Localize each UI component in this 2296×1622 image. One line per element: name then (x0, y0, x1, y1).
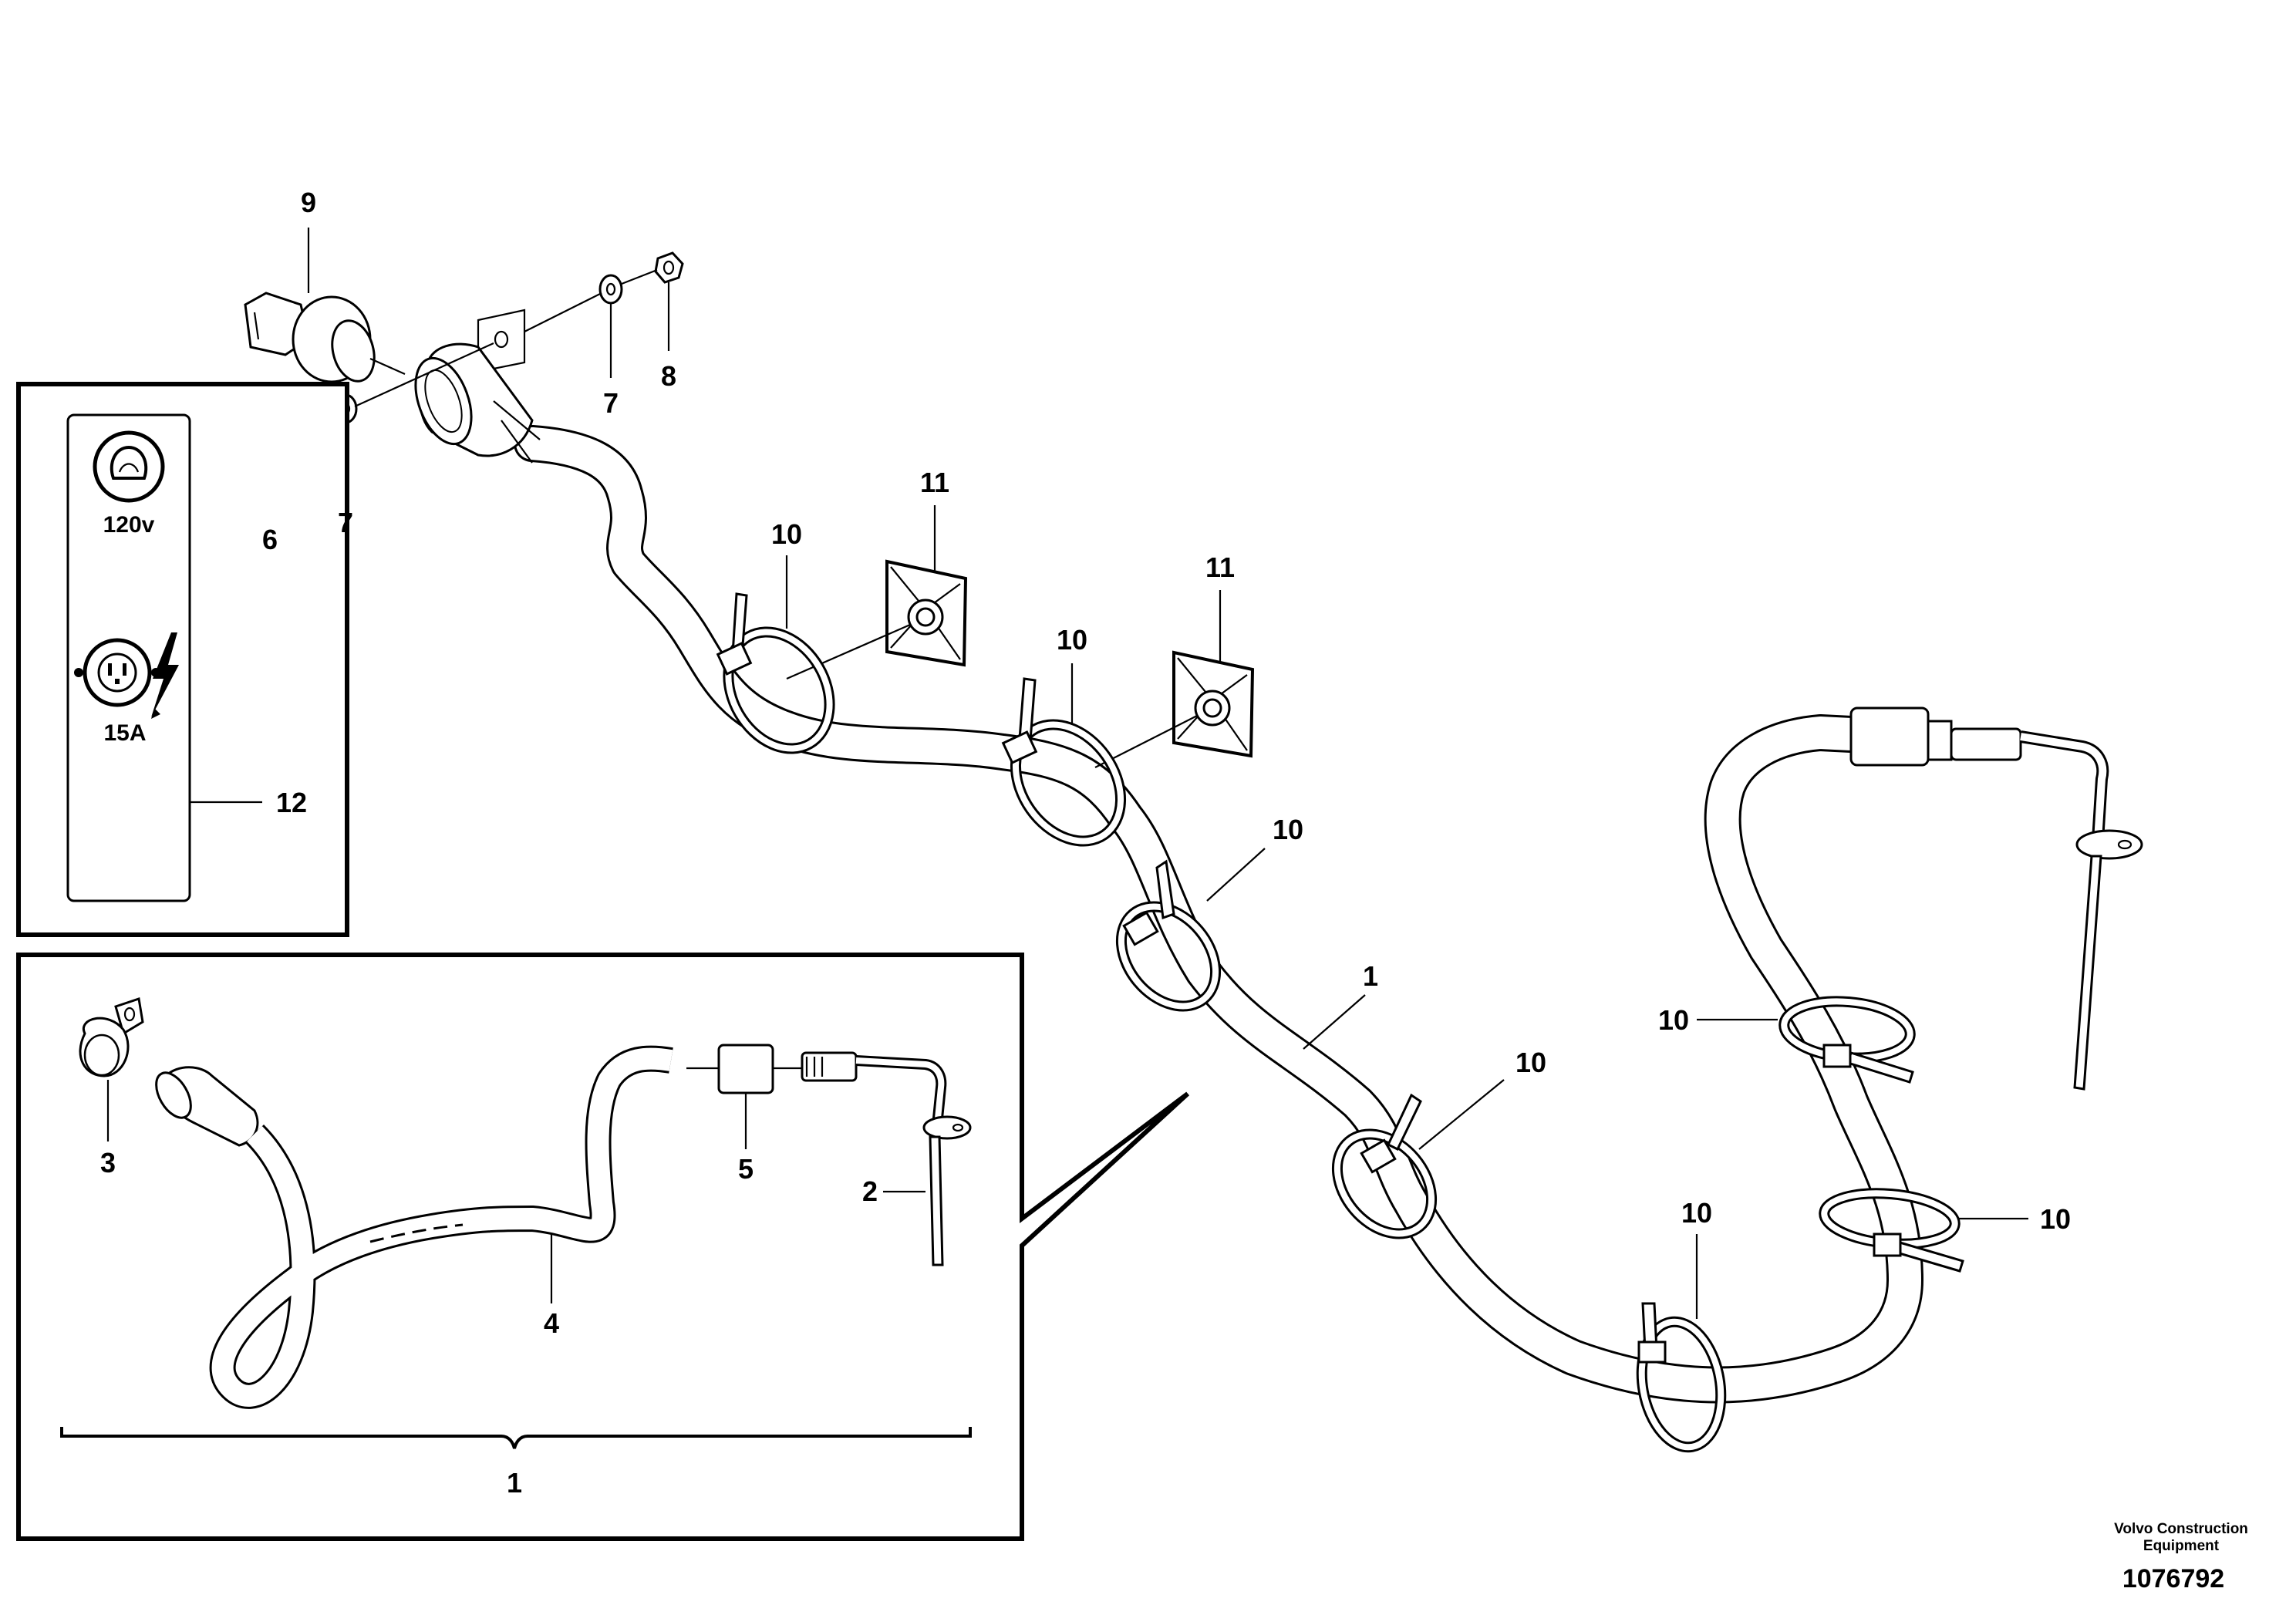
outlet-icon (74, 638, 160, 707)
receptacle-assembly (414, 309, 541, 464)
decal-voltage: 120v (103, 512, 155, 538)
lightning-bolt-icon (151, 632, 179, 719)
callout-7-right: 7 (603, 387, 619, 419)
callout-10-4: 10 (1515, 1047, 1546, 1078)
decal-amperage: 15A (103, 720, 146, 746)
cable-tie-part-10-1 (716, 555, 835, 754)
callout-labels: 9 8 7 6 7 11 11 10 10 10 10 10 10 10 1 1… (100, 187, 2071, 1499)
callout-12: 12 (276, 787, 307, 818)
cable-tie-part-10-7 (1819, 1188, 2028, 1273)
heater-element-part-2 (801, 1051, 972, 1266)
sleeve-part-5 (686, 1044, 802, 1149)
cable-tie-part-10-2 (1001, 663, 1127, 847)
adhesive-mount-part-11-a (786, 505, 968, 680)
callout-6: 6 (262, 524, 278, 555)
bracket-part-3 (79, 997, 144, 1141)
drawing-footer: Volvo Construction Equipment 1076792 (2114, 1521, 2248, 1593)
cap-part-9 (244, 292, 406, 383)
footer-drawing-number: 1076792 (2122, 1564, 2224, 1593)
callout-10-7: 10 (2040, 1203, 2071, 1235)
callout-10-1: 10 (771, 518, 802, 550)
cable-part-4 (155, 1045, 673, 1409)
inset-bracket-brace (60, 1427, 972, 1449)
callout-11-left: 11 (920, 467, 949, 498)
callout-8: 8 (661, 360, 676, 392)
inset-view (16, 953, 1190, 1541)
cable-tie-part-10-4 (1331, 1079, 1505, 1239)
callout-4: 4 (544, 1307, 559, 1339)
callout-7-left: 7 (338, 507, 353, 538)
callout-11-right: 11 (1205, 551, 1235, 583)
cable-tie-part-10-5 (1636, 1234, 1727, 1453)
heater-plug-end (1849, 706, 2143, 1091)
adhesive-mount-part-11-b (1094, 590, 1255, 768)
callout-10-5: 10 (1681, 1197, 1712, 1229)
callout-2: 2 (862, 1175, 878, 1207)
washer-part-7-right (524, 274, 623, 332)
callout-1-harness: 1 (1363, 960, 1378, 992)
callout-10-6: 10 (1658, 1004, 1689, 1036)
cable-tie-part-10-3 (1115, 848, 1266, 1012)
cable-tie-part-10-6 (1697, 996, 1916, 1084)
decal-panel: 120v 15A (16, 382, 349, 937)
callout-5: 5 (738, 1153, 754, 1185)
callout-1-inset: 1 (507, 1467, 522, 1499)
callout-10-3: 10 (1273, 814, 1303, 845)
footer-company-line2: Equipment (2143, 1538, 2220, 1554)
callout-10-2: 10 (1057, 624, 1087, 656)
callout-3: 3 (100, 1147, 116, 1179)
callout-9: 9 (301, 187, 316, 218)
footer-company-line1: Volvo Construction (2114, 1521, 2248, 1537)
lamp-icon (93, 430, 165, 503)
nut-part-8 (621, 251, 684, 285)
